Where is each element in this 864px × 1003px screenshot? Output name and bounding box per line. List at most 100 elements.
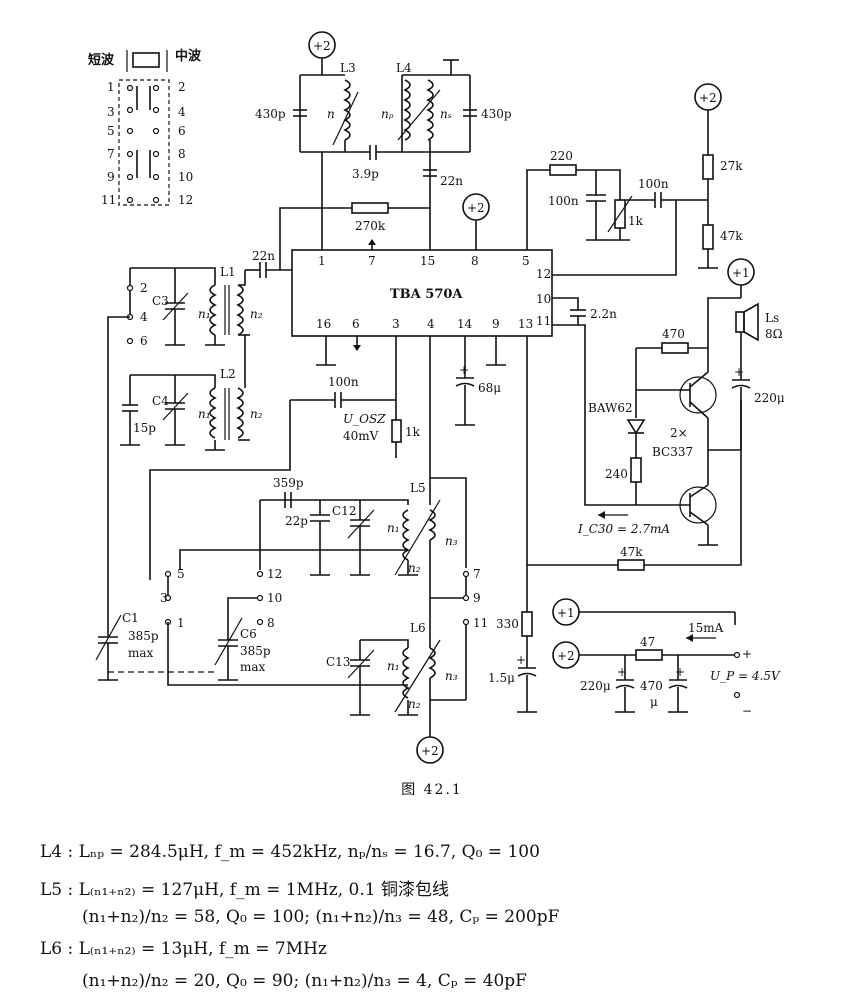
svg-text:max: max [128, 646, 154, 660]
svg-text:Ls: Ls [765, 311, 779, 325]
spec-line-L6: L6 : L₍ₙ₁₊ₙ₂₎ = 13μH, f_m = 7MHz [40, 939, 327, 959]
circuit-schematic: 短波 中波 1 3 5 7 9 11 2 4 6 8 10 12 [88, 31, 785, 764]
svg-text:3: 3 [160, 591, 168, 605]
svg-text:+: + [516, 653, 526, 667]
supply-plus2-bottom: +2 [416, 736, 444, 764]
svg-text:11: 11 [473, 616, 488, 630]
svg-text:6: 6 [140, 334, 148, 348]
L3-tank: L3 430p n [255, 61, 359, 250]
svg-text:n: n [327, 107, 335, 121]
svg-text:n₁: n₁ [387, 659, 400, 673]
c39-coupling: 3.9p [345, 145, 402, 181]
supply-plus2-top: +2 [308, 31, 336, 75]
svg-text:7: 7 [368, 254, 376, 268]
svg-text:8Ω: 8Ω [765, 327, 783, 341]
pin13-network: 330 + 1.5μ 47k [488, 336, 742, 713]
svg-text:100n: 100n [638, 177, 669, 191]
c22n-input: 22n [245, 249, 292, 278]
svg-text:22p: 22p [285, 514, 308, 528]
svg-text:5: 5 [522, 254, 530, 268]
svg-text:C1: C1 [122, 611, 139, 625]
svg-text:2: 2 [140, 281, 148, 295]
L3-label: L3 [340, 61, 356, 75]
figure-caption: 图 42.1 [401, 782, 463, 798]
svg-text:68μ: 68μ [478, 381, 501, 395]
svg-text:n₂: n₂ [250, 307, 263, 321]
svg-text:11: 11 [536, 314, 551, 328]
svg-text:5: 5 [107, 124, 115, 138]
svg-text:3: 3 [107, 105, 115, 119]
svg-text:3: 3 [392, 317, 400, 331]
svg-text:5: 5 [177, 567, 185, 581]
svg-text:1k: 1k [628, 214, 644, 228]
svg-text:max: max [240, 660, 266, 674]
svg-text:n₂: n₂ [250, 407, 263, 421]
svg-text:n₂: n₂ [408, 561, 421, 575]
ic-name: TBA 570A [390, 287, 463, 302]
svg-text:+: + [617, 665, 627, 679]
svg-text:12: 12 [178, 193, 193, 207]
C3-trimmer: C3 [130, 267, 225, 346]
svg-text:470: 470 [640, 679, 663, 693]
L1-transformer: L1 n₁ n₂ [198, 265, 263, 336]
svg-text:+2: +2 [699, 91, 717, 105]
svg-text:9: 9 [107, 170, 115, 184]
svg-text:2×: 2× [670, 426, 688, 440]
svg-text:n₁: n₁ [387, 521, 400, 535]
switch-2-4-6: 2 4 6 [107, 268, 148, 600]
svg-text:12: 12 [267, 567, 282, 581]
svg-text:+1: +1 [732, 266, 750, 280]
svg-text:1: 1 [318, 254, 326, 268]
svg-text:7: 7 [107, 147, 115, 161]
svg-text:1.5μ: 1.5μ [488, 671, 515, 685]
svg-text:2.2n: 2.2n [590, 307, 617, 321]
C4-trimmer: C4 15p [120, 374, 225, 451]
svg-text:4: 4 [178, 105, 186, 119]
L6-oscillator: L6 n₁ n₂ n₃ [360, 595, 467, 737]
svg-text:C12: C12 [332, 504, 356, 518]
osc-injection: 100n U_OSZ 40mV 1k [149, 336, 421, 580]
svg-text:1: 1 [177, 616, 185, 630]
supply-plus2-right: +2 [694, 83, 722, 155]
c13-trimmer: C13 [326, 640, 418, 716]
L1-label: L1 [220, 265, 236, 279]
svg-text:+2: +2 [421, 744, 439, 758]
svg-text:n₃: n₃ [445, 534, 458, 548]
svg-text:15mA: 15mA [688, 621, 724, 635]
svg-text:+: + [742, 647, 752, 661]
svg-text:270k: 270k [355, 219, 386, 233]
svg-text:+: + [734, 365, 744, 379]
L5-label: L5 [410, 481, 426, 495]
svg-text:+1: +1 [557, 606, 575, 620]
spec-line-L5: L5 : L₍ₙ₁₊ₙ₂₎ = 127μH, f_m = 1MHz, 0.1 铜… [40, 880, 449, 900]
svg-text:I_C30 = 2.7mA: I_C30 = 2.7mA [577, 522, 670, 536]
svg-text:+: + [675, 665, 685, 679]
svg-text:10: 10 [536, 292, 551, 306]
svg-text:C13: C13 [326, 655, 350, 669]
svg-text:220μ: 220μ [754, 391, 785, 405]
svg-text:8: 8 [471, 254, 479, 268]
L4-tank: L4 nₚ nₛ 430p 22n [381, 59, 512, 250]
spec-line-L6-ratio: (n₁+n₂)/n₂ = 20, Q₀ = 90; (n₁+n₂)/n₃ = 4… [82, 971, 527, 991]
L2-label: L2 [220, 367, 236, 381]
svg-text:nₛ: nₛ [440, 107, 452, 121]
supply-filter: 47 + 15mA U_P = 4.5V − + 220μ + 470 μ [579, 611, 781, 718]
svg-text:10: 10 [178, 170, 193, 184]
svg-text:4: 4 [140, 310, 148, 324]
svg-text:n₃: n₃ [445, 669, 458, 683]
svg-text:6: 6 [352, 317, 360, 331]
band-switch-legend: 短波 中波 1 3 5 7 9 11 2 4 6 8 10 12 [88, 48, 202, 207]
svg-text:47k: 47k [620, 545, 643, 559]
svg-text:μ: μ [650, 695, 658, 709]
svg-text:240: 240 [605, 467, 628, 481]
spec-line-L5-ratio: (n₁+n₂)/n₂ = 58, Q₀ = 100; (n₁+n₂)/n₃ = … [82, 907, 560, 927]
svg-text:359p: 359p [273, 476, 304, 490]
switch-lower-contacts: 5 3 1 12 10 8 7 9 11 [160, 567, 488, 686]
svg-text:+2: +2 [467, 201, 485, 215]
svg-text:430p: 430p [481, 107, 512, 121]
L6-label: L6 [410, 621, 426, 635]
svg-text:BC337: BC337 [652, 445, 693, 459]
ic-tba570a: TBA 570A 1 7 15 8 5 16 6 3 4 14 9 13 12 … [291, 239, 553, 366]
svg-text:430p: 430p [255, 107, 286, 121]
svg-text:nₚ: nₚ [381, 107, 394, 121]
